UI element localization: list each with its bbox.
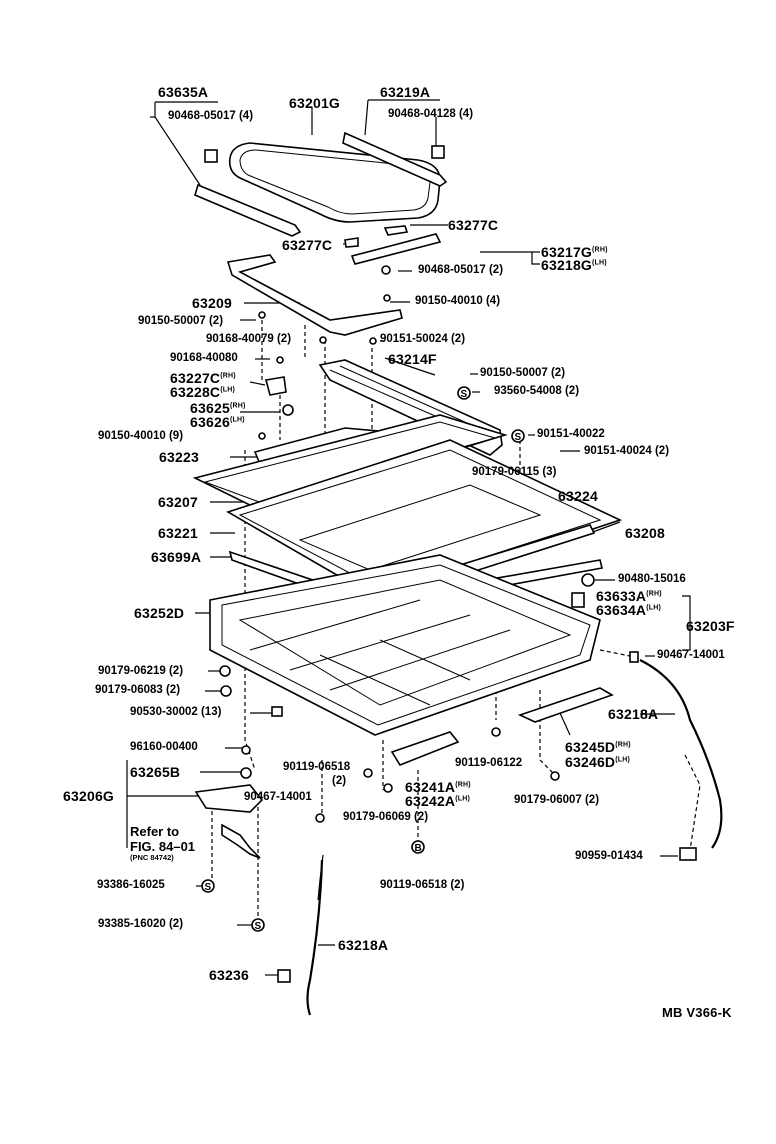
- leader-lines: [126, 99, 691, 976]
- svg-text:S: S: [205, 882, 212, 893]
- part-label: 90168-40079 (2): [206, 333, 292, 345]
- s-symbol: S: [461, 389, 468, 400]
- part-label: 63223: [159, 449, 199, 465]
- part-label: 93385-16020 (2): [98, 918, 184, 930]
- part-label: 63277C: [282, 237, 333, 253]
- svg-text:S: S: [255, 921, 262, 932]
- part-label: (2): [332, 775, 347, 787]
- part-label: 90150-40010 (4): [415, 295, 501, 307]
- part-label: 90959-01434: [575, 850, 643, 862]
- part-label: 63218A: [338, 937, 389, 953]
- part-label: 90119-06518: [283, 761, 351, 773]
- refer-note: FIG. 84–01: [130, 839, 196, 854]
- part-label: 63224: [558, 488, 598, 504]
- part-label: 63246D(LH): [565, 754, 631, 770]
- part-label: 63633A(RH): [596, 588, 662, 604]
- part-label: 90151-50024 (2): [380, 333, 466, 345]
- part-label: 63625(RH): [190, 400, 246, 416]
- part-label: 63626(LH): [190, 414, 245, 430]
- part-label: 90150-50007 (2): [480, 367, 566, 379]
- part-label: 90468-05017 (2): [418, 264, 504, 276]
- part-label: 63221: [158, 525, 198, 541]
- dashed-guides: [211, 320, 701, 930]
- part-label: 63219A: [380, 84, 431, 100]
- part-label: 63241A(RH): [405, 779, 471, 795]
- part-label: 63214F: [388, 351, 437, 367]
- part-label: 63228C(LH): [170, 384, 236, 400]
- part-label: 90179-06219 (2): [98, 665, 184, 677]
- part-label: 63209: [192, 295, 232, 311]
- part-label: 63242A(LH): [405, 793, 471, 809]
- part-label: 90179-06083 (2): [95, 684, 181, 696]
- part-label: 63203F: [686, 618, 735, 634]
- part-label: 63217G(RH): [541, 244, 608, 260]
- part-label: 63236: [209, 967, 249, 983]
- svg-text:S: S: [515, 432, 522, 443]
- part-label: 90468-04128 (4): [388, 108, 474, 120]
- part-label: 63218A: [608, 706, 659, 722]
- part-label: 90179-06069 (2): [343, 811, 429, 823]
- part-label: 90179-06007 (2): [514, 794, 600, 806]
- part-label: 63265B: [130, 764, 181, 780]
- symbols: S S S S B: [201, 386, 525, 932]
- b-symbol: B: [415, 843, 422, 854]
- refer-note: Refer to: [130, 824, 180, 839]
- part-label: 90468-05017 (4): [168, 110, 254, 122]
- part-label: 63206G: [63, 788, 115, 804]
- part-label: 63634A(LH): [596, 602, 662, 618]
- part-label: 63227C(RH): [170, 370, 236, 386]
- part-label: 63277C: [448, 217, 499, 233]
- part-label: 90119-06122: [455, 757, 523, 769]
- part-label: 90530-30002 (13): [130, 706, 222, 718]
- part-label: 90119-06518 (2): [380, 879, 465, 891]
- part-label: 63208: [625, 525, 665, 541]
- part-label: 90150-50007 (2): [138, 315, 224, 327]
- part-label: 90179-06115 (3): [472, 466, 557, 478]
- part-label: 63252D: [134, 605, 185, 621]
- part-label: 93560-54008 (2): [494, 385, 580, 397]
- part-label: 63635A: [158, 84, 209, 100]
- parts-drawing: [192, 131, 723, 1016]
- part-label: 63207: [158, 494, 198, 510]
- part-label: 90151-40022: [537, 428, 605, 440]
- part-label: 63201G: [289, 95, 341, 111]
- part-label: 90467-14001: [244, 791, 312, 803]
- figure-code: MB V366-K: [662, 1005, 732, 1020]
- part-label: 90480-15016: [618, 573, 686, 585]
- part-label: 93386-16025: [97, 879, 165, 891]
- part-label: 90151-40024 (2): [584, 445, 670, 457]
- part-label: 90168-40080: [170, 352, 238, 364]
- part-label: 90150-40010 (9): [98, 430, 184, 442]
- part-label: 63699A: [151, 549, 202, 565]
- part-label: 96160-00400: [130, 741, 198, 753]
- part-label: 63245D(RH): [565, 739, 631, 755]
- part-label: 90467-14001: [657, 649, 725, 661]
- part-label: 63218G(LH): [541, 257, 607, 273]
- refer-note: (PNC 84742): [130, 853, 174, 862]
